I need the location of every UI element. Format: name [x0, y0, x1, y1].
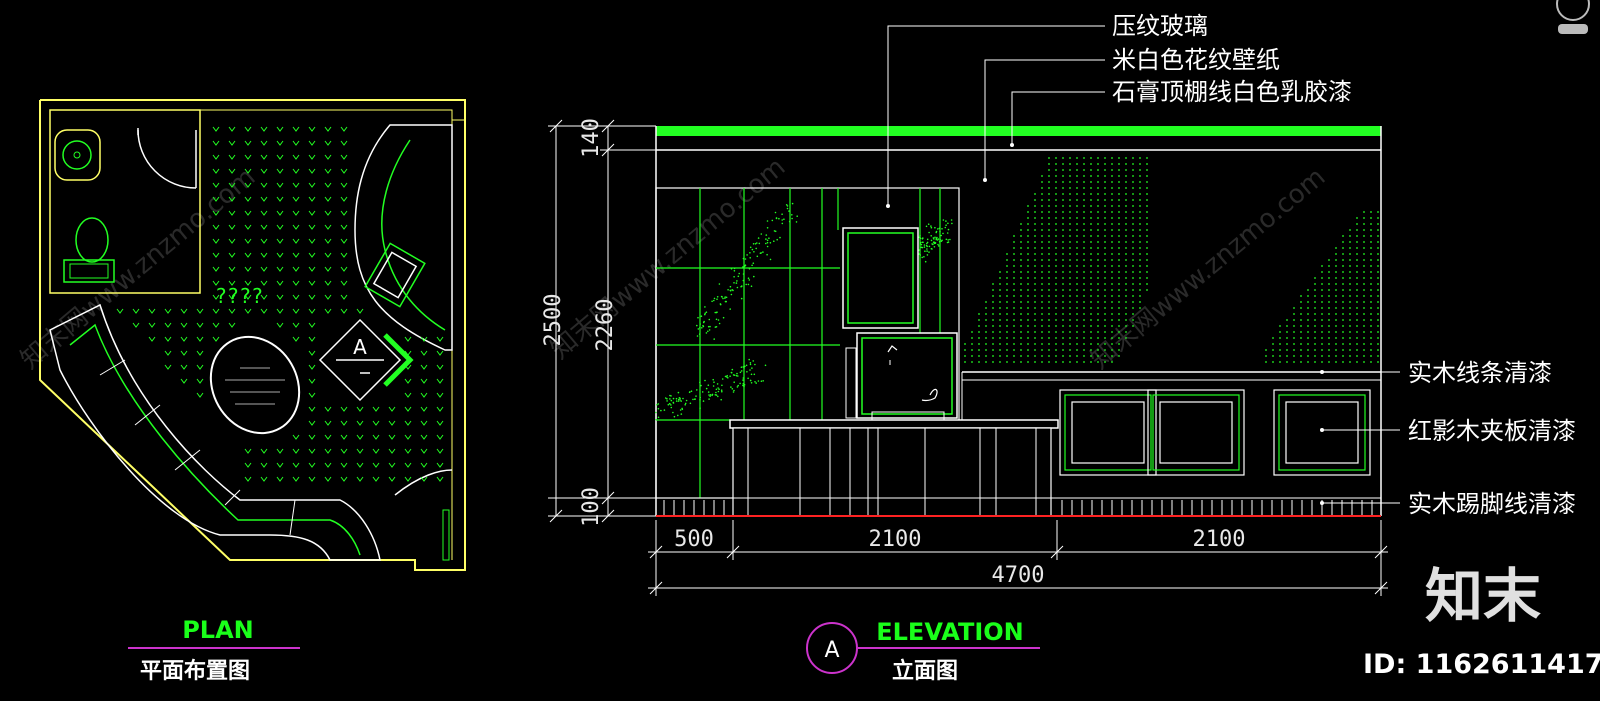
label-embossed-glass: 压纹玻璃	[1112, 12, 1208, 40]
elevation-subtitle: 立面图	[892, 658, 958, 684]
dim-100: 100	[579, 487, 604, 527]
elev-ceiling-band	[656, 126, 1381, 136]
elev-tub-front	[729, 419, 1059, 517]
label-wood-molding: 实木线条清漆	[1408, 359, 1552, 387]
plan-tub-faucet	[364, 242, 426, 308]
brand-logo: 知末	[1425, 562, 1541, 630]
plan-drawing: ???? A PLAN 平面布置图	[39, 99, 466, 684]
dim-2100-a: 2100	[869, 527, 922, 552]
elevation-drawing: 2500 2260 140 100	[541, 12, 1576, 684]
label-veneer-panel: 红影木夹板清漆	[1408, 417, 1576, 445]
plan-door	[137, 129, 197, 189]
elev-cabinet	[856, 332, 958, 419]
image-id: ID: 1162611417	[1363, 649, 1600, 680]
watermark-text: 知末网www.znzmo.com	[545, 152, 791, 365]
label-baseboard: 实木踢脚线清漆	[1408, 490, 1576, 518]
elevation-marker-letter: A	[824, 638, 839, 663]
plan-subtitle: 平面布置图	[140, 658, 250, 684]
plan-title: PLAN	[182, 616, 254, 644]
label-wallpaper: 米白色花纹壁纸	[1112, 46, 1280, 74]
elev-wood-panels	[1059, 389, 1371, 476]
watermark-layer: 知末网www.znzmo.com 知末网www.znzmo.com 知末网www…	[15, 152, 1331, 375]
plan-floor-hatch	[116, 126, 444, 482]
corner-badge-icon	[1556, 0, 1590, 34]
label-gypsum-ceiling: 石膏顶棚线白色乳胶漆	[1112, 78, 1352, 106]
watermark-text: 知末网www.znzmo.com	[15, 162, 261, 375]
plan-wc-room	[49, 109, 201, 294]
plan-bathtub	[354, 124, 453, 351]
elev-tile-wall	[655, 187, 960, 499]
elevation-title: ELEVATION	[876, 618, 1024, 646]
plan-section-marker: A	[318, 318, 414, 402]
plan-basin	[54, 129, 101, 181]
dim-4700: 4700	[992, 563, 1045, 588]
dim-140: 140	[579, 118, 604, 158]
dim-2260: 2260	[593, 299, 618, 352]
dim-500: 500	[674, 527, 714, 552]
plan-marks: ????	[215, 284, 263, 308]
dim-2500: 2500	[541, 294, 566, 347]
dim-2100-b: 2100	[1193, 527, 1246, 552]
plan-outer-wall	[39, 99, 466, 571]
elev-wallpaper-pattern	[964, 157, 1379, 363]
elevation-marker: A	[806, 622, 858, 674]
plan-bench	[49, 303, 381, 561]
plan-section-letter: A	[353, 335, 367, 359]
plan-stool	[209, 335, 301, 435]
brand-overlay: 知末 ID: 1162611417	[1363, 0, 1600, 680]
plan-toilet	[75, 217, 109, 263]
elev-mirror	[842, 227, 919, 329]
